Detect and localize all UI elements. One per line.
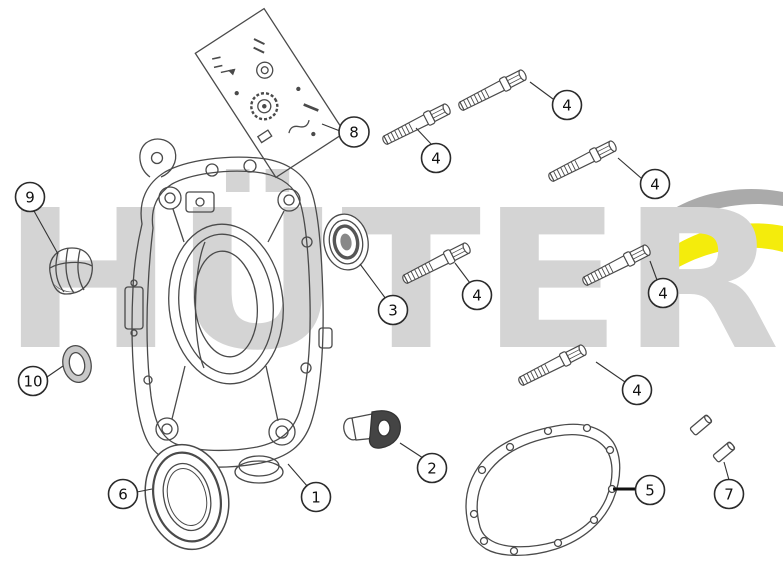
logo-swoosh-gray xyxy=(664,188,783,226)
svg-text:2: 2 xyxy=(427,460,437,478)
logo-swoosh-yellow xyxy=(658,223,783,272)
callout-4d[interactable]: 4 xyxy=(461,279,493,311)
leader-7 xyxy=(723,461,730,481)
cap-part-9 xyxy=(49,247,93,295)
leader-6 xyxy=(136,488,153,493)
svg-text:4: 4 xyxy=(632,382,642,400)
oil-seal-part-6 xyxy=(144,443,230,551)
callout-4c[interactable]: 4 xyxy=(639,168,671,200)
leader-4d xyxy=(454,262,471,284)
leader-1 xyxy=(287,463,309,488)
crankcase-cover-part-1 xyxy=(124,138,333,484)
svg-text:6: 6 xyxy=(118,486,128,504)
kit-sheet-part-8 xyxy=(194,7,346,179)
gasket-part-5 xyxy=(465,423,621,556)
leader-10 xyxy=(46,365,64,378)
svg-text:4: 4 xyxy=(562,97,572,115)
bolt-4a xyxy=(379,101,453,149)
leader-4f xyxy=(595,361,626,383)
leader-8 xyxy=(321,123,341,132)
svg-text:4: 4 xyxy=(431,150,441,168)
svg-text:10: 10 xyxy=(23,373,42,391)
callout-8[interactable]: 8 xyxy=(338,116,370,148)
ring-part-10 xyxy=(62,345,92,383)
governor-part-2 xyxy=(343,410,401,449)
bearing-part-3 xyxy=(323,213,369,271)
callout-6[interactable]: 6 xyxy=(107,478,139,510)
callout-5[interactable]: 5 xyxy=(634,474,666,506)
svg-text:1: 1 xyxy=(311,489,321,507)
callout-4e[interactable]: 4 xyxy=(647,277,679,309)
leader-2 xyxy=(399,442,424,459)
leader-4a xyxy=(415,127,433,146)
leader-3 xyxy=(359,263,387,300)
pins-part-7 xyxy=(689,414,736,463)
svg-text:9: 9 xyxy=(25,189,35,207)
callout-4f[interactable]: 4 xyxy=(621,374,653,406)
callout-3[interactable]: 3 xyxy=(377,294,409,326)
leader-4b xyxy=(529,81,554,100)
callout-10[interactable]: 10 xyxy=(17,365,49,397)
svg-text:3: 3 xyxy=(388,302,398,320)
svg-text:4: 4 xyxy=(650,176,660,194)
svg-text:5: 5 xyxy=(645,482,655,500)
callout-7[interactable]: 7 xyxy=(713,478,745,510)
svg-text:4: 4 xyxy=(472,287,482,305)
logo-swoosh-red xyxy=(649,208,694,244)
brand-logo xyxy=(649,188,783,272)
leader-9 xyxy=(33,210,59,255)
svg-text:4: 4 xyxy=(658,285,668,303)
svg-text:7: 7 xyxy=(724,486,734,504)
bolt-4b xyxy=(455,67,529,115)
callout-2[interactable]: 2 xyxy=(416,452,448,484)
callout-4a[interactable]: 4 xyxy=(420,142,452,174)
leader-lines xyxy=(33,81,730,493)
callout-1[interactable]: 1 xyxy=(300,481,332,513)
callout-4b[interactable]: 4 xyxy=(551,89,583,121)
leader-4c xyxy=(617,157,642,179)
callout-9[interactable]: 9 xyxy=(14,181,46,213)
leader-4e xyxy=(649,260,658,281)
callouts: 9 10 6 1 2 3 8 4 4 4 4 4 xyxy=(14,89,745,513)
svg-text:8: 8 xyxy=(349,124,359,142)
